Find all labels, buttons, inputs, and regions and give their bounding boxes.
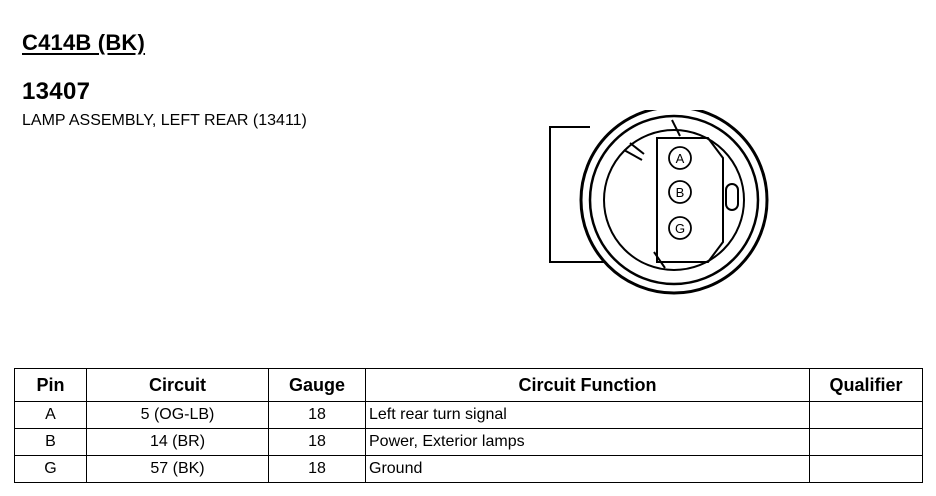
cell-function: Left rear turn signal [365,401,810,429]
pin-insert [656,137,724,263]
pin-b-label: B [676,185,685,200]
cell-gauge: 18 [268,428,366,456]
pin-g: G [668,216,692,240]
cell-circuit: 57 (BK) [86,455,269,483]
column-header-qualifier: Qualifier [809,368,923,402]
cell-pin: A [14,401,87,429]
pin-b: B [668,180,692,204]
cell-function: Ground [365,455,810,483]
pin-table: Pin Circuit Gauge Circuit Function Quali… [14,368,923,483]
connector-segment-top [671,119,681,137]
column-header-circuit: Circuit [86,368,269,402]
pin-a-circle [668,146,692,170]
cell-circuit: 5 (OG-LB) [86,401,269,429]
column-header-gauge: Gauge [268,368,366,402]
column-header-pin: Pin [14,368,87,402]
connector-housing-box [549,126,612,263]
table-row: B 14 (BR) 18 Power, Exterior lamps [14,428,923,456]
cell-pin: G [14,455,87,483]
pin-g-label: G [675,221,685,236]
component-description: LAMP ASSEMBLY, LEFT REAR (13411) [22,112,307,129]
cell-gauge: 18 [268,455,366,483]
pin-labels: A B G [668,146,692,240]
cell-qualifier [809,455,923,483]
part-number: 13407 [22,78,91,105]
table-row: G 57 (BK) 18 Ground [14,455,923,483]
cell-circuit: 14 (BR) [86,428,269,456]
latch-key [725,183,739,211]
connector-inner-ring [588,114,760,286]
cell-qualifier [809,401,923,429]
pin-a-label: A [676,151,685,166]
connector-id: C414B (BK) [22,30,146,55]
pin-a: A [668,146,692,170]
table-header-row: Pin Circuit Gauge Circuit Function Quali… [14,368,923,402]
table-row: A 5 (OG-LB) 18 Left rear turn signal [14,401,923,429]
cell-qualifier [809,428,923,456]
cell-gauge: 18 [268,401,366,429]
pin-b-circle [668,180,692,204]
connector-face-diagram: A B G [549,110,769,295]
cell-pin: B [14,428,87,456]
pin-g-circle [668,216,692,240]
connector-cavity [603,129,745,271]
cell-function: Power, Exterior lamps [365,428,810,456]
column-header-function: Circuit Function [365,368,810,402]
connector-segment-bottom [653,251,666,269]
connector-segment-left [623,142,645,161]
